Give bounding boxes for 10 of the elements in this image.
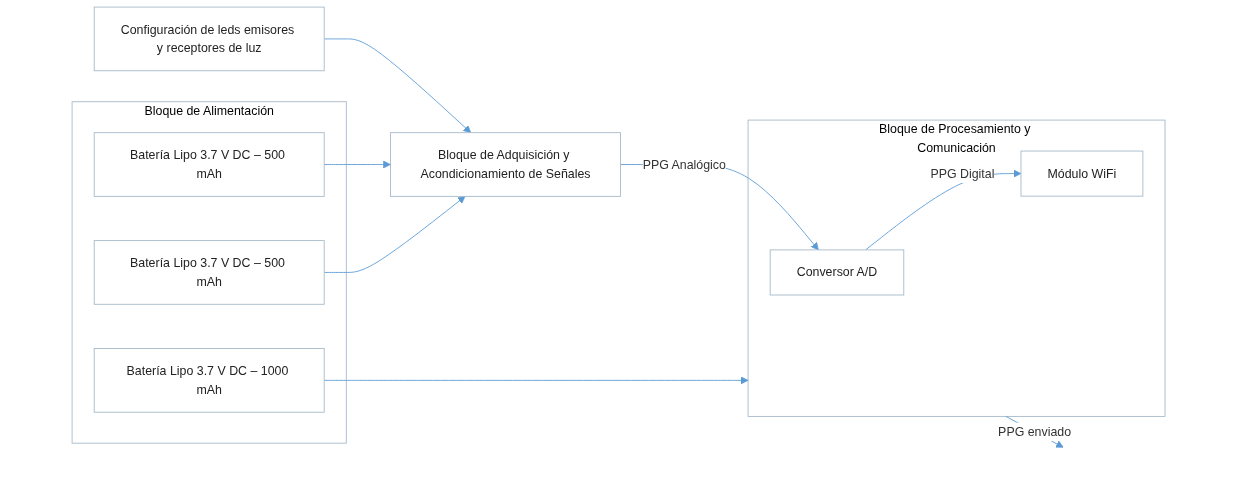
- edge-label: PPG enviado: [998, 424, 1072, 439]
- node-box: Batería Lipo 3.7 V DC – 1000 mAh: [93, 348, 325, 413]
- node-box: Batería Lipo 3.7 V DC – 500 mAh: [93, 132, 325, 197]
- node-box: Módulo WiFi: [1020, 150, 1144, 197]
- node-box: Batería Lipo 3.7 V DC – 500 mAh: [93, 240, 325, 305]
- node-box: Bloque de Adquisición y Acondicionamiento de Señales: [390, 132, 621, 197]
- edge-label: PPG Digital: [930, 166, 995, 181]
- node-box: Configuración de leds emisores y receptores de luz: [93, 6, 325, 72]
- node-box: Conversor A/D: [769, 249, 905, 296]
- edge-label: PPG Analógico: [642, 157, 726, 172]
